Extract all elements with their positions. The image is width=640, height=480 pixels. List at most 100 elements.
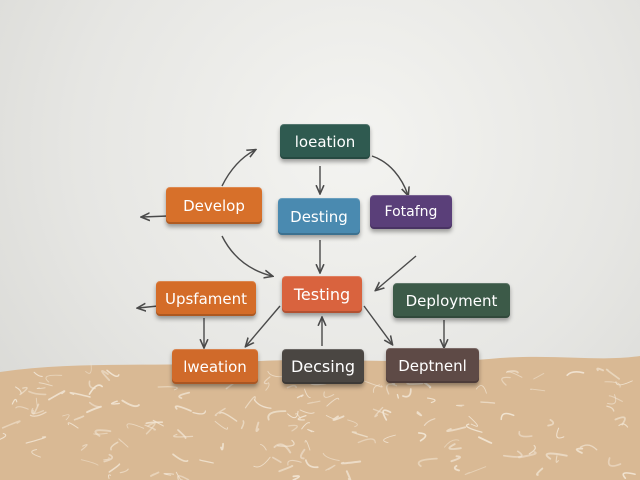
sand-streak [220,442,224,451]
sand-streak [260,443,267,451]
sand-streak [304,440,311,451]
sand-streak [108,463,121,473]
sand-streak [110,441,119,451]
sand-streak [478,436,493,444]
sand-streak [45,374,63,383]
sand-streak [152,419,164,427]
sand-streak [163,473,175,476]
sand-streak [446,426,467,432]
sand-streak [596,367,605,372]
sand-streak [287,459,302,466]
sand-streak [605,368,621,380]
sand-streak [501,376,511,386]
sand-streak [103,453,114,463]
sand-streak [273,443,292,454]
sand-streak [265,382,270,391]
sand-streak [126,423,145,429]
sand-streak [614,416,626,426]
sand-streak [607,394,617,405]
sand-streak [386,383,398,395]
sand-streak [48,390,66,401]
sand-streak [555,455,559,463]
sand-streak [325,415,337,420]
node-desting-label: Desting [290,207,348,226]
sand-streak [240,420,245,430]
sand-streak [448,443,462,450]
sand-streak [579,444,598,451]
node-develop-label: Develop [183,196,245,215]
sand-streak [25,436,47,444]
sand-streak [417,457,438,468]
node-decsing-label: Decsing [290,357,356,376]
sand-streak [468,415,478,427]
sand-streak [31,448,41,458]
sand-streak [67,422,79,429]
sand-streak [533,372,545,380]
sand-streak [11,398,18,405]
sand-streak [267,370,283,378]
arrow-upsfament-left [138,306,159,308]
sand-streak [518,430,533,438]
sand-streak [0,432,7,440]
sand-streak [192,410,207,415]
sand-streak [292,475,301,480]
sand-streak [214,407,226,417]
sand-streak [271,456,282,464]
sand-streak [175,471,183,480]
sand-streak [529,388,546,392]
sand-streak [475,385,487,394]
sand-streak [528,444,536,455]
node-testing-label: Testing [293,285,351,304]
sand-streak [453,464,460,472]
sand-streak [351,431,368,438]
sand-streak [307,428,315,433]
sand-streak [85,362,92,374]
sand-streak [145,422,156,435]
sand-streak [297,415,307,421]
sand-streak [88,384,104,395]
sand-streak [69,391,91,398]
sand-streak [536,467,544,476]
sand-streak [416,411,423,417]
sand-streak [62,414,70,421]
arrow-develop-to-loeation [221,150,255,187]
node-desting: Desting [278,198,360,235]
sand-streak [36,387,46,390]
sand-streak [423,418,436,426]
sand-streak [464,466,487,475]
sand-streak [503,450,523,458]
sand-streak [382,409,392,421]
sand-streak [119,468,129,474]
sand-streak [103,457,110,461]
sand-streak [35,397,38,407]
sand-streak [219,411,238,422]
sand-streak [566,370,585,377]
sand-streak [326,397,340,407]
sand-streak [325,464,336,471]
sand-streak [253,399,272,409]
sand-streak [575,447,584,454]
sand-streak [173,433,194,438]
sand-streak [296,394,304,399]
node-deployment-label: Deployment [405,291,498,310]
sand-streak [94,429,112,437]
sand-streak [73,415,85,421]
arrow-develop-left [142,216,169,217]
sand-streak [86,405,102,414]
sand-streak [299,409,315,414]
sand-streak [177,429,187,439]
sand-streak [33,371,43,377]
sand-streak [287,410,299,419]
sand-streak [145,421,164,425]
sand-streak [110,400,120,405]
sand-streak [157,386,178,391]
sand-streak [608,395,623,402]
node-loeation-label: loeation [294,132,356,151]
sand-streak [304,388,311,399]
sand-streak [332,415,345,421]
node-upsfament-label: Upsfament [164,289,248,308]
sand-streak [214,420,229,430]
sand-streak [426,397,436,404]
